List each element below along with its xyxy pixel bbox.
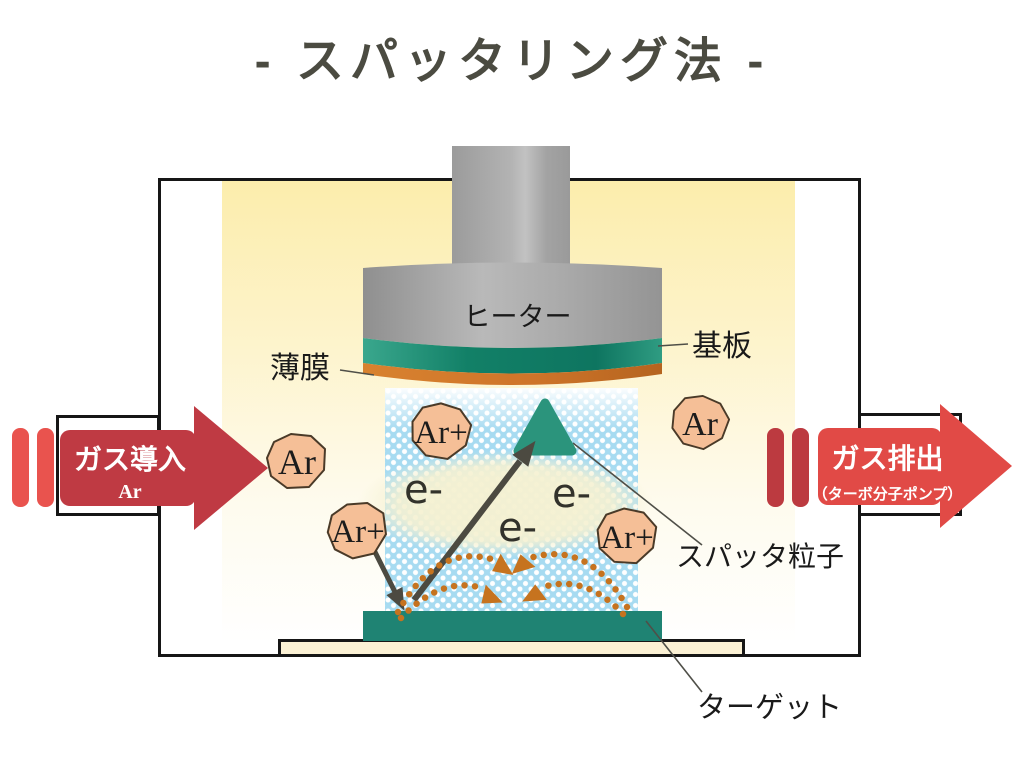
outlet-valve-bar bbox=[792, 428, 809, 507]
diagram-title: - スパッタリング法 - bbox=[254, 35, 770, 88]
inlet-valve-bar bbox=[12, 428, 29, 507]
gas-inlet-gas: Ar bbox=[118, 481, 142, 503]
gas-inlet-text: ガス導入 Ar bbox=[60, 438, 200, 504]
gas-outlet-pump: （ターボ分子ポンプ） bbox=[812, 486, 963, 503]
gas-outlet-label: ガス排出 bbox=[831, 443, 944, 474]
sputter-particle-label: スパッタ粒子 bbox=[676, 541, 845, 572]
target-block bbox=[363, 611, 662, 641]
target-label: ターゲット bbox=[697, 692, 843, 724]
target-pedestal bbox=[278, 639, 745, 657]
thin-film-label: 薄膜 bbox=[270, 352, 330, 385]
electron-label: e- bbox=[498, 505, 538, 551]
outlet-valve-bar bbox=[767, 428, 784, 507]
substrate-label: 基板 bbox=[692, 330, 752, 363]
gas-outlet-text: ガス排出 （ターボ分子ポンプ） bbox=[800, 437, 975, 504]
electron-label: e- bbox=[404, 467, 444, 513]
gas-inlet-label: ガス導入 bbox=[73, 444, 186, 475]
vacuum-chamber bbox=[158, 178, 861, 657]
electron-label: e- bbox=[552, 471, 592, 517]
gas-inlet-arrow-body bbox=[60, 430, 196, 506]
gas-outlet-arrow-body bbox=[818, 428, 942, 505]
inlet-valve-bar bbox=[37, 428, 54, 507]
heater-label: ヒーター bbox=[463, 302, 572, 332]
